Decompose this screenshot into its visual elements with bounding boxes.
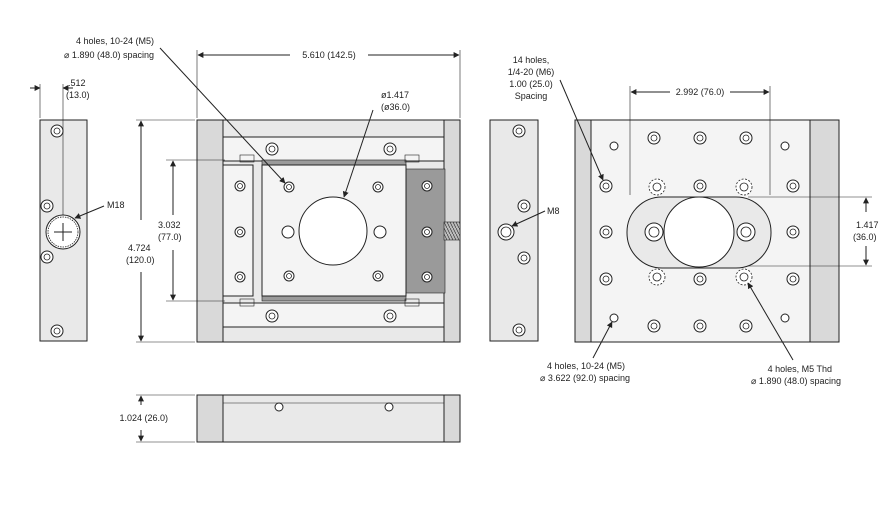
overall-width-label: 5.610 (142.5): [302, 50, 356, 60]
m18-label: M18: [107, 200, 125, 210]
travel-mm: (77.0): [158, 232, 182, 242]
m8-label: M8: [547, 206, 560, 216]
travel-in: 3.032: [158, 220, 181, 230]
bore-in: ø1.417: [381, 90, 409, 100]
bottom-holes-label-2: ⌀ 3.622 (92.0) spacing: [540, 373, 630, 383]
height-mm: (120.0): [126, 255, 155, 265]
holes14-line3: 1.00 (25.0): [509, 79, 553, 89]
holes14-line4: Spacing: [515, 91, 548, 101]
side-elevation: [136, 394, 461, 443]
holes14-line1: 14 holes,: [513, 55, 550, 65]
bottom-width-label: 2.992 (76.0): [676, 87, 725, 97]
m5-holes-label-1: 4 holes, M5 Thd: [768, 364, 832, 374]
top-holes-label-1: 4 holes, 10-24 (M5): [76, 36, 154, 46]
center-bore: [298, 196, 368, 266]
right-side-view: [489, 119, 546, 342]
side-width-in: .512: [68, 78, 86, 88]
slot-mm: (36.0): [853, 232, 877, 242]
left-side-view: [30, 84, 105, 342]
slot-in: 1.417: [856, 220, 879, 230]
side-width-mm: (13.0): [66, 90, 90, 100]
m5-holes-label-2: ⌀ 1.890 (48.0) spacing: [751, 376, 841, 386]
height-in: 4.724: [128, 243, 151, 253]
m8-thread: [497, 223, 515, 241]
top-holes-label-2: ⌀ 1.890 (48.0) spacing: [64, 50, 154, 60]
bottom-view: [559, 79, 872, 361]
bore-mm: (ø36.0): [381, 102, 410, 112]
dimension-labels: 4 holes, 10-24 (M5) ⌀ 1.890 (48.0) spaci…: [64, 36, 879, 423]
thickness-label: 1.024 (26.0): [119, 413, 168, 423]
bottom-holes-label-1: 4 holes, 10-24 (M5): [547, 361, 625, 371]
front-view: [136, 47, 461, 343]
holes14-line2: 1/4-20 (M6): [508, 67, 555, 77]
